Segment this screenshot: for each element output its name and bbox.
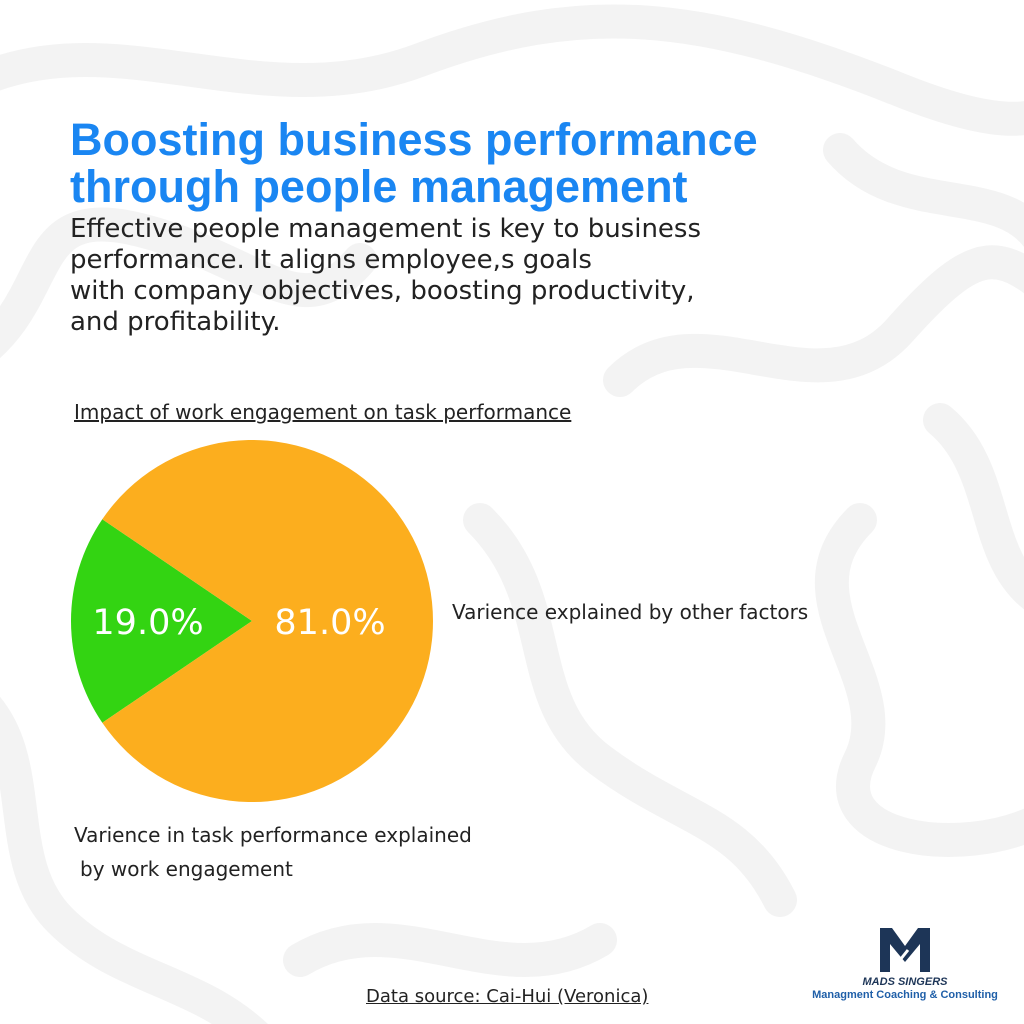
intro-line-2: performance. It aligns employee,s goals — [70, 245, 592, 275]
logo-tagline: Managment Coaching & Consulting — [812, 989, 998, 1001]
pie-value-work-engagement: 19.0% — [92, 603, 203, 643]
pie-value-other-factors: 81.0% — [274, 603, 385, 643]
intro-paragraph: Effective people management is key to bu… — [70, 214, 770, 338]
intro-line-3: with company objectives, boosting produc… — [70, 276, 695, 306]
intro-line-1: Effective people management is key to bu… — [70, 214, 702, 244]
brand-logo: MADS SINGERS Managment Coaching & Consul… — [800, 926, 1010, 1002]
logo-m-icon — [880, 928, 930, 972]
slice-label-work-engagement: Varience in task performance explained b… — [74, 818, 534, 886]
page-title-line-1: Boosting business performance — [70, 114, 758, 165]
page-title: Boosting business performance through pe… — [70, 116, 830, 210]
intro-line-4: and profitability. — [70, 307, 281, 337]
slice-label-work-engagement-line-1: Varience in task performance explained — [74, 823, 472, 847]
pie-slice-work-engagement — [70, 519, 252, 723]
chart-title: Impact of work engagement on task perfor… — [74, 400, 572, 424]
page-title-line-2: through people management — [70, 161, 688, 212]
logo-name: MADS SINGERS — [862, 976, 948, 988]
pie-slice-other-factors — [102, 439, 434, 802]
slice-label-other-factors: Varience explained by other factors — [452, 600, 809, 624]
slice-label-work-engagement-line-2: by work engagement — [80, 857, 293, 881]
data-source: Data source: Cai-Hui (Veronica) — [366, 986, 649, 1007]
